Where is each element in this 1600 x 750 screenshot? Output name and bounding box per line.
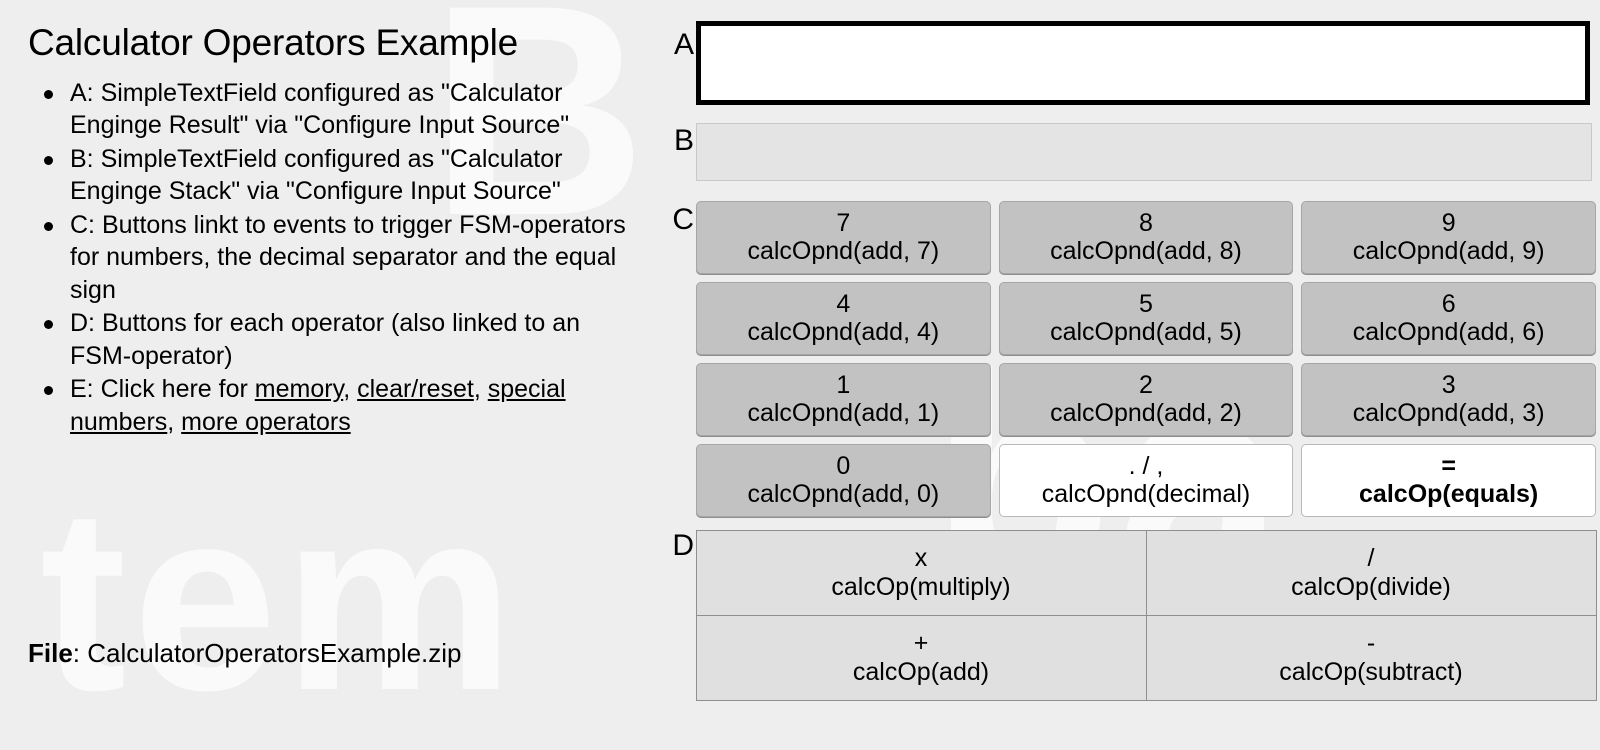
list-item-e-sep-2: , — [473, 375, 488, 404]
operator-multiply-glyph: x — [914, 543, 928, 572]
key-equals-code: calcOp(equals) — [1359, 480, 1539, 508]
key-1-glyph: 1 — [836, 371, 851, 399]
list-item-e-prefix: E: Click here for — [70, 375, 255, 404]
list-item-a-text: A: SimpleTextField configured as "Calcul… — [70, 78, 570, 140]
list-item-d-text: D: Buttons for each operator (also linke… — [70, 309, 581, 370]
list-item-a: A: SimpleTextField configured as "Calcul… — [28, 77, 646, 142]
operator-add-code: calcOp(add) — [852, 657, 990, 686]
key-0-glyph: 0 — [836, 452, 851, 480]
key-decimal-glyph: . / , — [1128, 452, 1164, 480]
list-item-c: C: Buttons linkt to events to trigger FS… — [28, 209, 646, 307]
key-4-glyph: 4 — [836, 290, 851, 318]
key-8-glyph: 8 — [1139, 209, 1153, 237]
key-8-code: calcOpnd(add, 8) — [1050, 237, 1242, 265]
operator-subtract[interactable]: -calcOp(subtract) — [1145, 614, 1597, 701]
key-5-code: calcOpnd(add, 5) — [1050, 318, 1242, 346]
operator-divide-glyph: / — [1367, 543, 1375, 572]
link-clear-reset[interactable]: clear/reset — [357, 375, 474, 404]
key-7-glyph: 7 — [836, 209, 851, 237]
operator-add-glyph: + — [913, 628, 929, 657]
key-3-glyph: 3 — [1441, 371, 1456, 399]
label-b: B — [673, 124, 694, 157]
operator-divide-code: calcOp(divide) — [1291, 572, 1451, 601]
operator-multiply-code: calcOp(multiply) — [831, 572, 1011, 601]
file-colon: : — [72, 638, 88, 668]
key-2-glyph: 2 — [1139, 371, 1153, 399]
stack-text-field[interactable] — [696, 123, 1592, 181]
list-item-d: D: Buttons for each operator (also linke… — [28, 307, 646, 372]
key-1-code: calcOpnd(add, 1) — [747, 399, 940, 427]
list-item-b: B: SimpleTextField configured as "Calcul… — [28, 143, 646, 208]
page-title: Calculator Operators Example — [28, 22, 518, 63]
key-6-code: calcOpnd(add, 6) — [1352, 318, 1545, 346]
key-4-code: calcOpnd(add, 4) — [747, 318, 940, 346]
key-equals[interactable]: =calcOp(equals) — [1301, 444, 1596, 517]
file-label: File — [28, 638, 73, 668]
key-9-code: calcOpnd(add, 9) — [1352, 237, 1545, 265]
description-list: A: SimpleTextField configured as "Calcul… — [28, 77, 646, 439]
key-9-glyph: 9 — [1441, 209, 1456, 237]
label-a: A — [673, 28, 694, 61]
left-description-panel: Calculator Operators Example A: SimpleTe… — [0, 0, 660, 750]
file-line: File: CalculatorOperatorsExample.zip — [28, 638, 462, 669]
link-more-operators[interactable]: more operators — [181, 407, 351, 436]
operator-subtract-glyph: - — [1366, 628, 1376, 657]
operator-divide[interactable]: /calcOp(divide) — [1145, 529, 1597, 616]
key-equals-glyph: = — [1441, 452, 1456, 480]
link-memory[interactable]: memory — [254, 375, 344, 404]
result-text-field[interactable] — [696, 21, 1590, 105]
key-3-code: calcOpnd(add, 3) — [1352, 399, 1545, 427]
operator-subtract-code: calcOp(subtract) — [1279, 657, 1463, 686]
label-c: C — [672, 203, 694, 236]
key-0-code: calcOpnd(add, 0) — [747, 480, 940, 508]
list-item-e-sep-3: , — [167, 407, 182, 436]
list-item-c-text: C: Buttons linkt to events to trigger FS… — [70, 210, 626, 304]
link-special-numbers[interactable]: special numbers — [70, 375, 566, 436]
file-name: CalculatorOperatorsExample.zip — [87, 638, 462, 668]
key-5-glyph: 5 — [1139, 290, 1153, 318]
key-6-glyph: 6 — [1441, 290, 1456, 318]
key-decimal-code: calcOpnd(decimal) — [1041, 480, 1251, 508]
label-d: D — [672, 529, 694, 562]
list-item-e-sep-1: , — [343, 375, 358, 404]
key-7-code: calcOpnd(add, 7) — [747, 237, 940, 265]
key-decimal[interactable]: . / ,calcOpnd(decimal) — [998, 444, 1294, 517]
list-item-b-text: B: SimpleTextField configured as "Calcul… — [70, 144, 563, 206]
key-2-code: calcOpnd(add, 2) — [1050, 399, 1242, 427]
operator-add[interactable]: +calcOp(add) — [695, 614, 1147, 701]
list-item-e: E: Click here for memory, clear/reset, s… — [28, 373, 646, 438]
